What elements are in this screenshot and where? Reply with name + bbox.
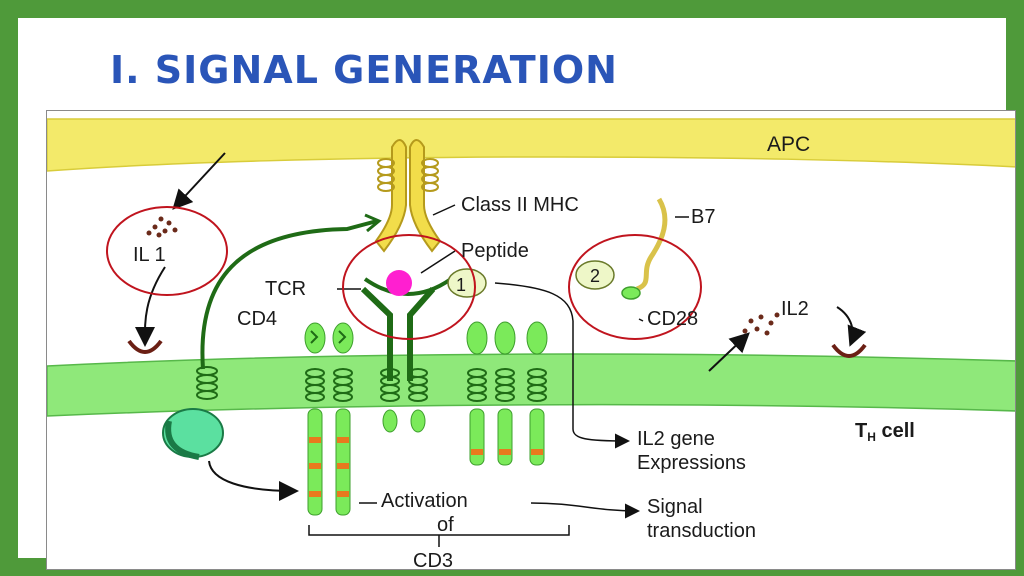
label-class-ii-mhc: Class II MHC	[461, 194, 579, 216]
label-expressions: Expressions	[637, 452, 746, 474]
tcr-highlight-circle	[342, 234, 476, 340]
label-il2: IL2	[781, 298, 809, 320]
apc-membrane	[47, 118, 1015, 172]
kinase-arrow	[208, 460, 299, 501]
il2-arrow-down	[836, 306, 867, 347]
activation-arrow	[530, 502, 640, 519]
label-signal: Signal	[647, 496, 703, 518]
signal1-arrow	[494, 282, 630, 449]
slide: I. SIGNAL GENERATION	[18, 18, 1016, 570]
label-th-cell: TH cell	[855, 420, 915, 444]
tcr-binding-groove	[363, 277, 453, 296]
label-step2: 2	[590, 266, 600, 286]
slide-title: I. SIGNAL GENERATION	[110, 48, 618, 92]
cd28-highlight-circle	[568, 234, 702, 340]
label-apc: APC	[767, 133, 810, 156]
signal-generation-diagram: APC Class II MHC B7 Peptide IL 1 TCR CD4…	[46, 110, 1016, 570]
b7-cd28-contact	[621, 286, 641, 300]
tcr-receptor	[360, 286, 436, 381]
cd4-domains	[304, 322, 354, 354]
label-il2-gene: IL2 gene	[637, 428, 715, 450]
peptide-dot	[386, 270, 412, 296]
il2-receptor	[831, 343, 867, 358]
label-cd4: CD4	[237, 308, 277, 330]
cd3-chains-right	[466, 321, 548, 466]
tcr-tail-left	[382, 409, 398, 433]
label-transduction: transduction	[647, 520, 756, 542]
label-of: of	[437, 514, 454, 536]
cd4-coils	[196, 366, 218, 400]
il1-receptor	[127, 339, 163, 354]
step1-bubble	[447, 268, 487, 298]
lck-kinase	[162, 408, 224, 458]
leader-lines	[337, 204, 689, 504]
label-peptide: Peptide	[461, 240, 529, 262]
label-b7: B7	[691, 206, 715, 228]
label-cd3: CD3	[413, 550, 453, 570]
il1-dots	[146, 216, 178, 238]
b7-molecule	[635, 197, 668, 292]
class-ii-mhc	[374, 139, 442, 253]
il2-dots	[742, 312, 780, 336]
tcr-tail-right	[410, 409, 426, 433]
cd4-arm	[200, 219, 378, 370]
label-step1: 1	[456, 275, 466, 295]
il1-arrow-down	[134, 266, 166, 347]
step2-bubble	[575, 260, 615, 290]
label-activation: Activation	[381, 490, 468, 512]
label-il1: IL 1	[133, 244, 166, 266]
tcr-transmembrane-coils	[380, 368, 428, 402]
diagram-canvas: APC Class II MHC B7 Peptide IL 1 TCR CD4…	[47, 118, 1015, 570]
cd3-chains-left	[305, 368, 353, 516]
kinase-tail	[165, 420, 200, 460]
label-tcr: TCR	[265, 278, 306, 300]
il2-arrow-out	[708, 332, 750, 372]
il1-arrow-in	[172, 152, 226, 210]
il1-highlight-circle	[106, 206, 228, 296]
label-cd28: CD28	[647, 308, 698, 330]
cd3-bracket	[308, 525, 570, 547]
